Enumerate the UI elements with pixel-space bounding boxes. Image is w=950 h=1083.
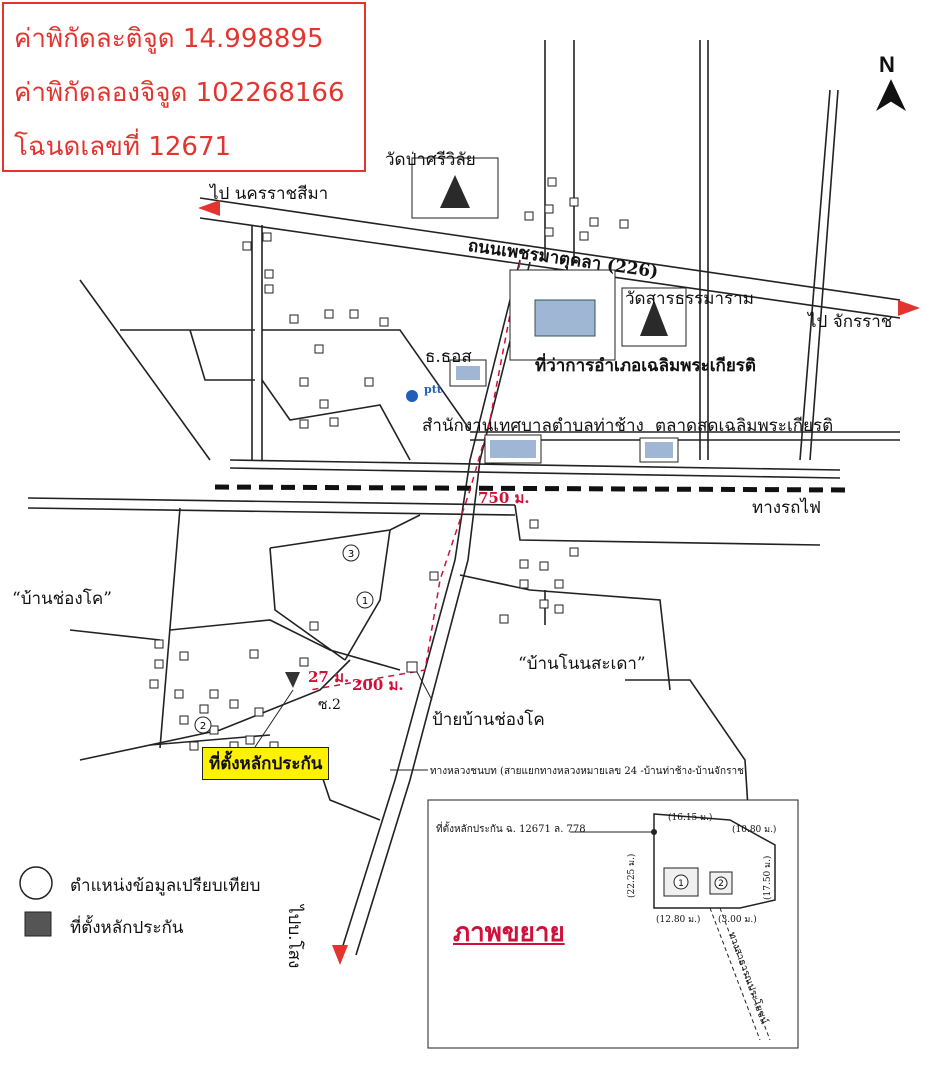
inset-node <box>651 829 657 835</box>
legend-collateral-label: ที่ตั้งหลักประกัน <box>70 918 184 938</box>
coordinates-box: ค่าพิกัดละติจูด 14.998895 ค่าพิกัดลองจิจ… <box>2 2 366 172</box>
label-rural-road: ทางหลวงชนบท (สายแยกทางหลวงหมายเลข 24 -บ้… <box>430 766 744 777</box>
marker-1-label: 1 <box>362 596 368 607</box>
inset-public-road-edge <box>709 907 761 1041</box>
inset-plot-1-marker <box>673 874 689 890</box>
label-wat-sri: วัดป่าศรีวิลัย <box>385 150 476 170</box>
label-dist-200: 200 ม. <box>352 676 404 694</box>
label-to-nakhon: ไป นครราชสีมา <box>210 184 329 204</box>
inset-plot-1-label: 1 <box>678 879 684 889</box>
railway-line <box>214 484 846 493</box>
label-to-chakkarat: ไป จักรราช <box>808 312 893 332</box>
label-ban-nonsada: “บ้านโนนสะเดา” <box>518 654 646 674</box>
inset-dist-6: (3.00 ม.) <box>718 915 757 925</box>
deed-text: โฉนดเลขที่ 12671 <box>14 132 232 162</box>
sign-post-icon <box>406 661 418 673</box>
temple-icon <box>640 300 668 336</box>
comparison-markers <box>194 544 374 734</box>
inset-caption: ที่ตั้งหลักประกัน ฉ. 12671 ล. 778 <box>436 824 586 835</box>
label-ban-chongko: “บ้านช่องโค” <box>12 589 112 609</box>
temple-icon <box>440 175 470 208</box>
legend-comparison-label: ตำแหน่งข้อมูลเปรียบเทียบ <box>70 876 261 896</box>
longitude-text: ค่าพิกัดลองจิจูด 102268166 <box>14 78 345 108</box>
government-building-icon <box>534 299 596 337</box>
south-arrow-icon <box>332 945 348 965</box>
inset-plot-2-label: 2 <box>718 879 724 889</box>
label-soi-2: ซ.2 <box>318 697 341 713</box>
collateral-location-icon <box>285 672 300 688</box>
inset-dist-5: (12.80 ม.) <box>656 915 701 925</box>
label-to-bosot: ไปบ.โสง <box>284 905 304 969</box>
east-arrow-icon <box>898 300 920 316</box>
label-market: ตลาดสดเฉลิมพระเกียรติ <box>655 416 834 436</box>
inset-title: ภาพขยาย <box>453 918 565 948</box>
west-arrow-icon <box>198 200 220 216</box>
marker-2-label: 2 <box>200 721 206 732</box>
inset-dist-4: (17.50 ม.) <box>763 855 773 900</box>
label-district-office: ที่ว่าการอำเภอเฉลิมพระเกียรติ <box>535 356 756 376</box>
collateral-pointer <box>254 689 294 748</box>
ptt-icon <box>406 390 418 402</box>
label-wat-sarn: วัดสารธรรมาราม <box>625 289 754 309</box>
label-municipality: สำนักงานเทศบาลตำบลท่าช้าง <box>422 416 644 436</box>
sign-pointer <box>416 671 433 701</box>
label-sign-chongko: ป้ายบ้านช่องโค <box>432 710 545 730</box>
label-bank: ธ.ธอส <box>425 347 472 367</box>
marker-3-label: 3 <box>348 549 354 560</box>
legend-collateral-icon <box>24 911 52 937</box>
inset-dist-2: (10.80 ม.) <box>732 825 777 835</box>
label-ptt: ptt <box>424 383 442 396</box>
north-arrow-icon <box>876 79 906 111</box>
inset-plot-2-marker <box>714 876 728 890</box>
municipality-building-icon <box>490 440 536 458</box>
label-dist-27: 27 ม. <box>308 668 350 686</box>
houses <box>149 177 629 751</box>
inset-dist-1: (16.15 ม.) <box>668 813 713 823</box>
label-dist-750: 750 ม. <box>478 489 530 507</box>
north-label: N <box>879 52 895 77</box>
route-path <box>309 261 521 691</box>
latitude-text: ค่าพิกัดละติจูด 14.998895 <box>14 24 324 54</box>
market-building-icon <box>645 442 673 458</box>
label-railway: ทางรถไฟ <box>752 498 822 518</box>
collateral-location-label: ที่ตั้งหลักประกัน <box>202 747 330 780</box>
inset-frame <box>427 799 799 1049</box>
bank-building-icon <box>456 366 480 380</box>
legend-comparison-icon <box>19 866 53 900</box>
inset-public-road <box>719 907 771 1041</box>
road-network <box>27 40 901 956</box>
inset-dist-3: (22.25 ม.) <box>627 853 637 898</box>
inset-plot <box>653 813 776 909</box>
